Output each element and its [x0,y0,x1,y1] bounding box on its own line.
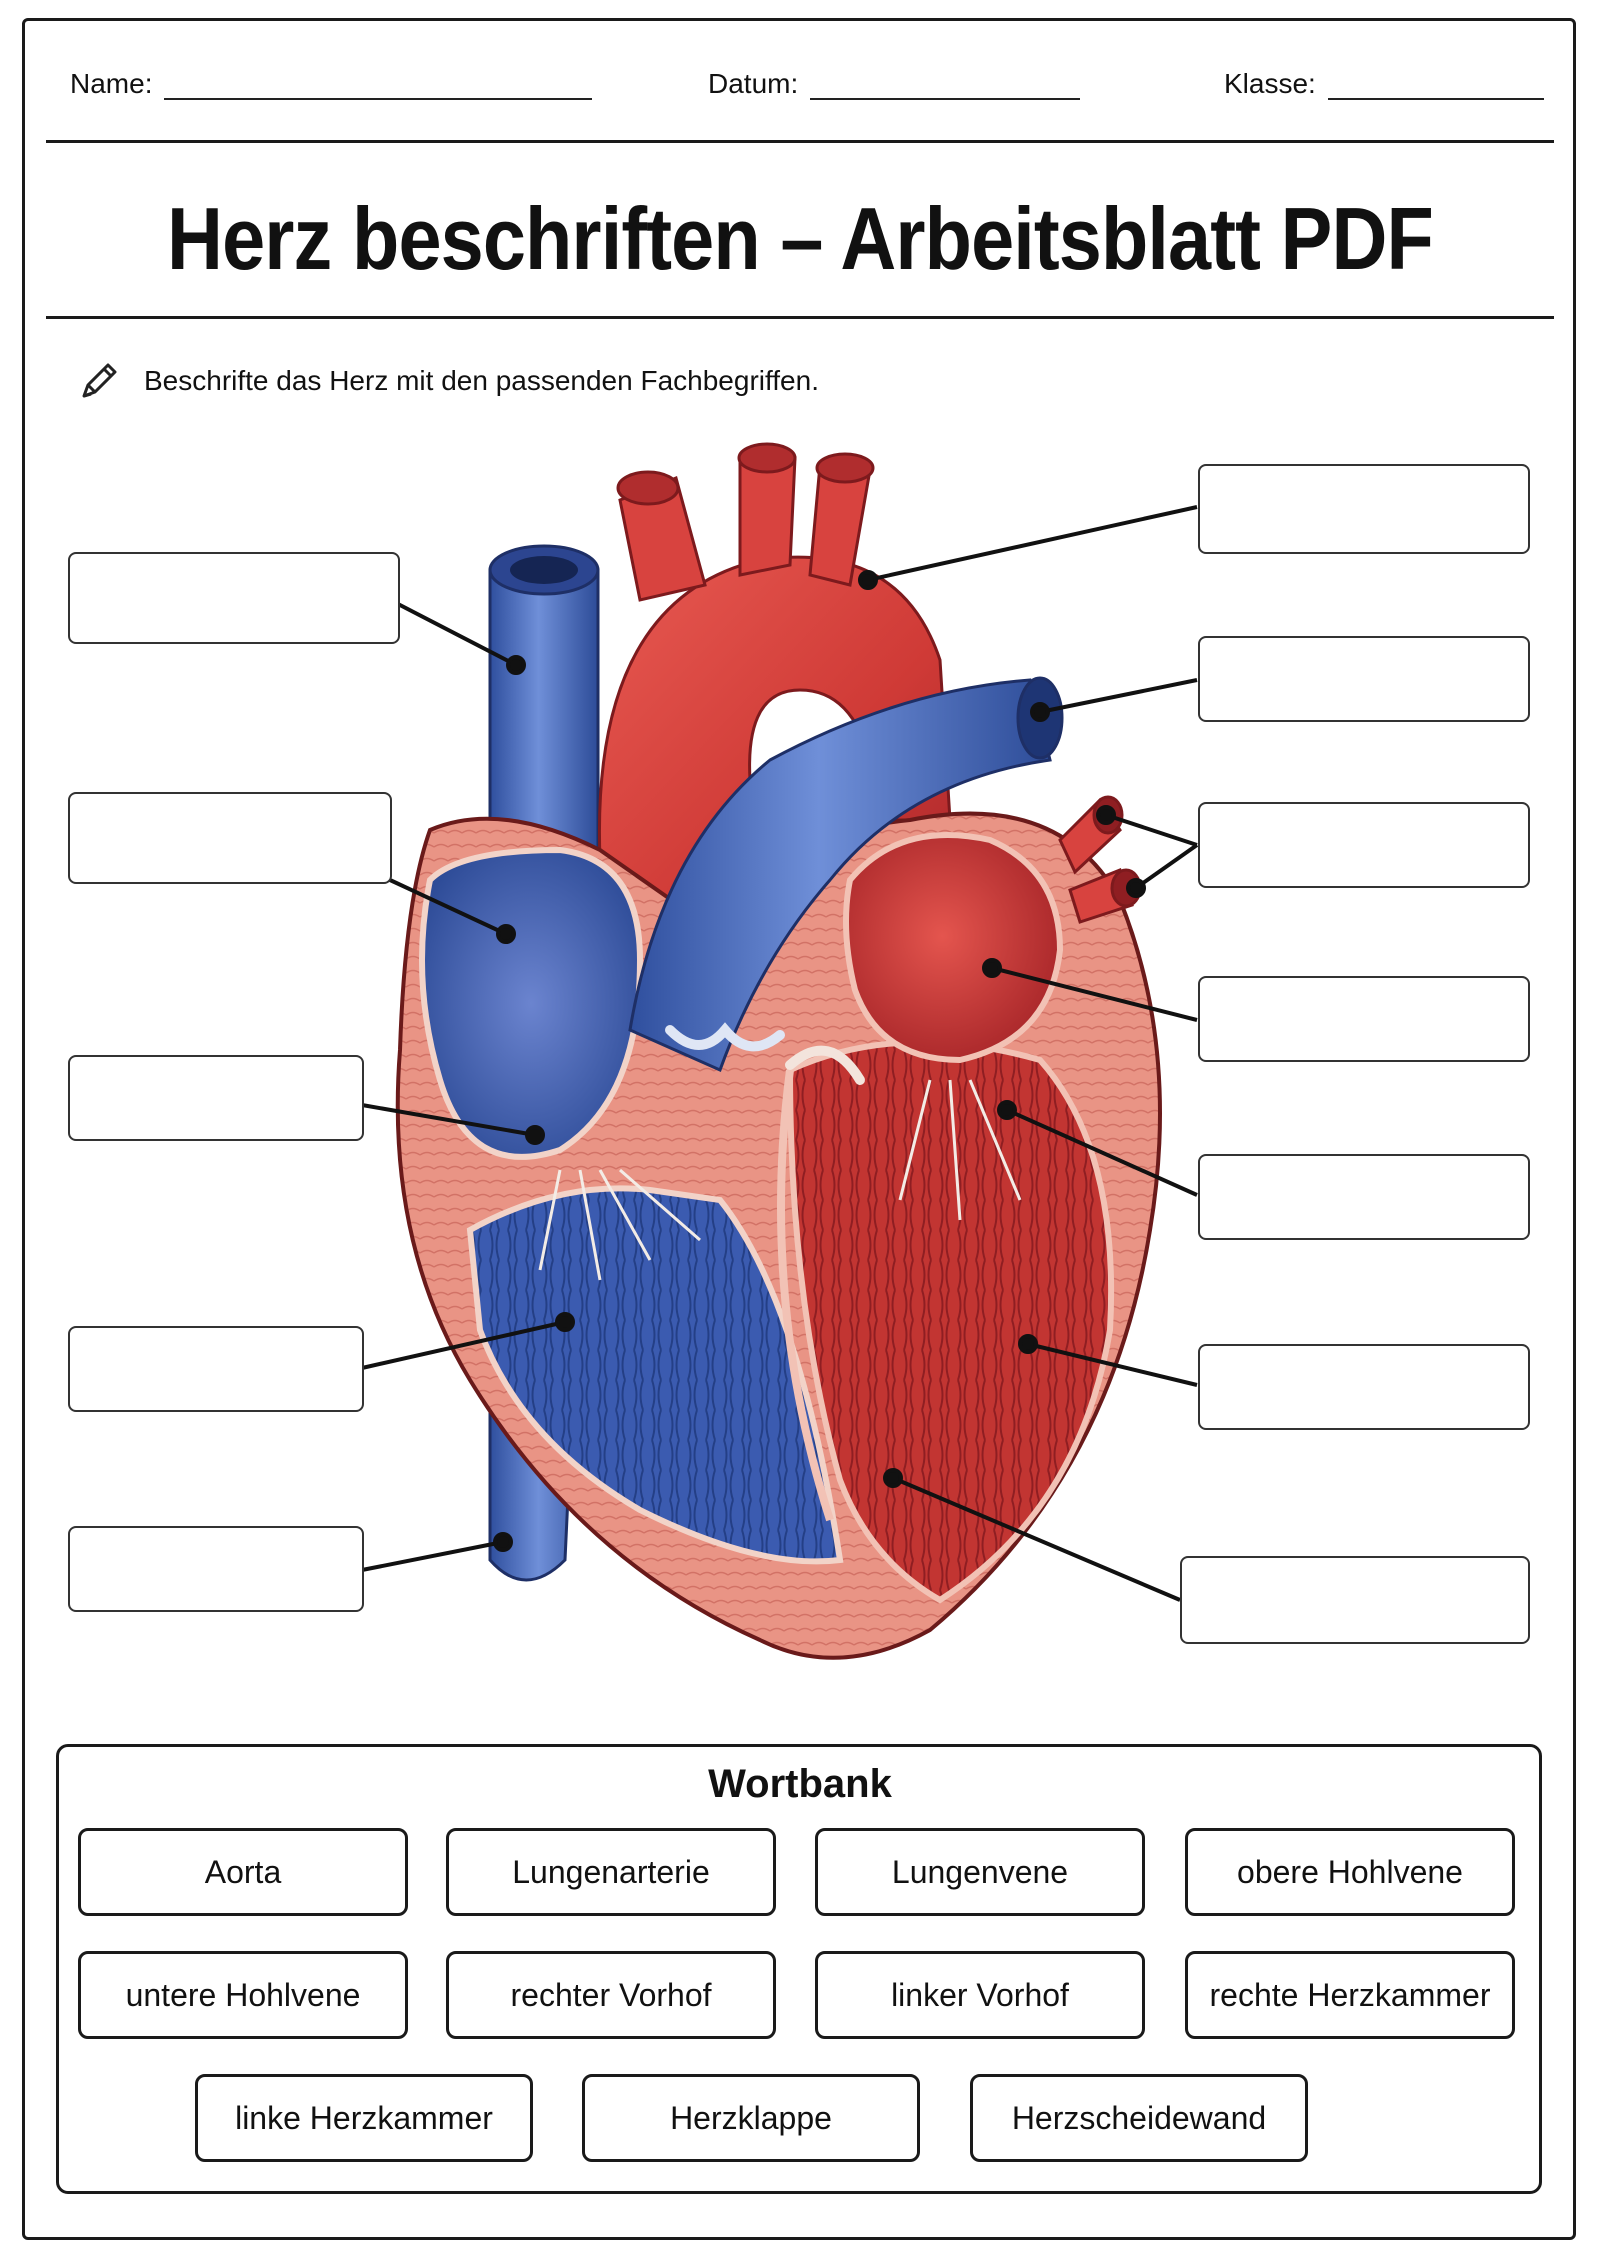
instruction-text: Beschrifte das Herz mit den passenden Fa… [144,365,819,396]
label-box-R2[interactable] [1198,636,1530,722]
label-box-L2[interactable] [68,792,392,884]
word-chip[interactable]: linker Vorhof [815,1951,1145,2039]
name-label: Name: [70,68,153,99]
name-field[interactable]: Name: [70,68,593,100]
class-line[interactable] [1327,68,1544,100]
word-chip[interactable]: Lungenarterie [446,1828,776,1916]
label-box-L3[interactable] [68,1055,364,1141]
word-chip[interactable]: obere Hohlvene [1185,1828,1515,1916]
label-box-R1[interactable] [1198,464,1530,554]
date-field[interactable]: Datum: [708,68,1081,100]
label-box-L5[interactable] [68,1526,364,1612]
header-divider [46,140,1554,143]
date-line[interactable] [810,68,1081,100]
word-chip[interactable]: Lungenvene [815,1828,1145,1916]
word-chip[interactable]: untere Hohlvene [78,1951,408,2039]
label-box-L4[interactable] [68,1326,364,1412]
label-box-R6[interactable] [1198,1344,1530,1430]
label-box-R4[interactable] [1198,976,1530,1062]
worksheet-frame [22,18,1576,2240]
word-chip[interactable]: rechte Herzkammer [1185,1951,1515,2039]
word-chip[interactable]: Herzscheidewand [970,2074,1308,2162]
word-chip[interactable]: Aorta [78,1828,408,1916]
label-box-R5[interactable] [1198,1154,1530,1240]
label-box-L1[interactable] [68,552,400,644]
word-chip[interactable]: Herzklappe [582,2074,920,2162]
title-divider [46,316,1554,319]
date-label: Datum: [708,68,799,99]
label-box-R7[interactable] [1180,1556,1530,1644]
word-chip[interactable]: rechter Vorhof [446,1951,776,2039]
class-label: Klasse: [1224,68,1316,99]
wordbank-title: Wortbank [708,1762,892,1806]
word-chip[interactable]: linke Herzkammer [195,2074,533,2162]
label-box-R3[interactable] [1198,802,1530,888]
instruction: Beschrifte das Herz mit den passenden Fa… [76,358,819,404]
page-title: Herz beschriften – Arbeitsblatt PDF [167,189,1434,288]
name-line[interactable] [164,68,593,100]
wordbank-panel [56,1744,1542,2194]
pencil-icon [82,363,117,398]
class-field[interactable]: Klasse: [1224,68,1544,100]
